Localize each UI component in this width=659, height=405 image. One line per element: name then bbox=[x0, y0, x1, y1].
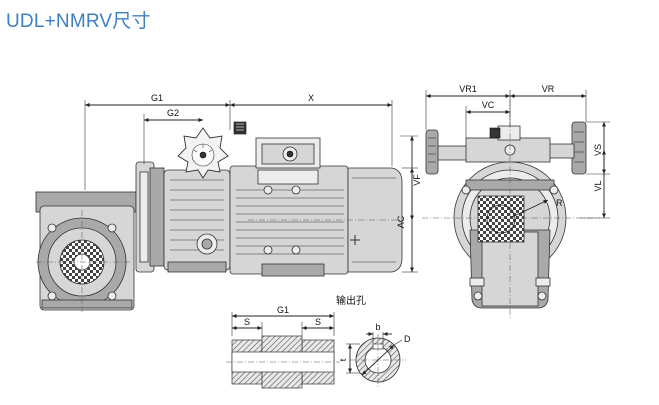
variator-top bbox=[465, 125, 551, 163]
dim-ac: AC bbox=[396, 167, 418, 273]
dim-vl: VL bbox=[580, 150, 610, 219]
label-s-left: S bbox=[244, 317, 250, 327]
page-title: UDL+NMRV尺寸 bbox=[6, 11, 151, 32]
label-vf: VF bbox=[412, 174, 422, 186]
cap-icon-end bbox=[489, 127, 501, 139]
label-vc: VC bbox=[482, 100, 495, 110]
label-vs: VS bbox=[593, 144, 603, 156]
side-view: G1 G2 X VF AC bbox=[35, 93, 422, 312]
label-output-hole: 输出孔 bbox=[336, 294, 366, 307]
variator-body bbox=[163, 121, 247, 273]
label-g2: G2 bbox=[167, 108, 179, 118]
output-hole-section: 输出孔 b D t bbox=[336, 294, 411, 388]
label-r: R bbox=[556, 198, 563, 208]
dim-x: X bbox=[230, 93, 393, 166]
label-ac: AC bbox=[396, 215, 406, 228]
cap-icon bbox=[233, 121, 247, 135]
label-vr1: VR1 bbox=[459, 84, 477, 94]
end-view: R VR1 VR VC VS VL bbox=[422, 84, 610, 318]
gearbox-front: R bbox=[422, 100, 600, 318]
label-g1-top: G1 bbox=[151, 93, 163, 103]
dim-vf: VF bbox=[400, 135, 422, 220]
label-t: t bbox=[338, 358, 348, 361]
label-x: X bbox=[308, 93, 314, 103]
dim-g2: G2 bbox=[143, 108, 203, 164]
dim-vs: VS bbox=[586, 121, 610, 175]
coupling-flange bbox=[135, 161, 165, 273]
label-d: D bbox=[404, 334, 411, 344]
dim-vr1: VR1 bbox=[425, 84, 511, 130]
label-vr: VR bbox=[542, 84, 555, 94]
label-b: b bbox=[375, 322, 380, 332]
label-vl: VL bbox=[593, 180, 603, 191]
handwheel-right bbox=[547, 121, 587, 175]
label-g1-bottom: G1 bbox=[277, 305, 289, 315]
dim-vr: VR bbox=[510, 84, 587, 122]
label-s-right: S bbox=[315, 317, 321, 327]
dim-vc: VC bbox=[465, 100, 510, 138]
worm-gearbox bbox=[35, 191, 137, 312]
output-shaft-detail: G1 S S bbox=[226, 305, 340, 389]
motor bbox=[229, 137, 403, 277]
handwheel-left bbox=[425, 129, 469, 175]
